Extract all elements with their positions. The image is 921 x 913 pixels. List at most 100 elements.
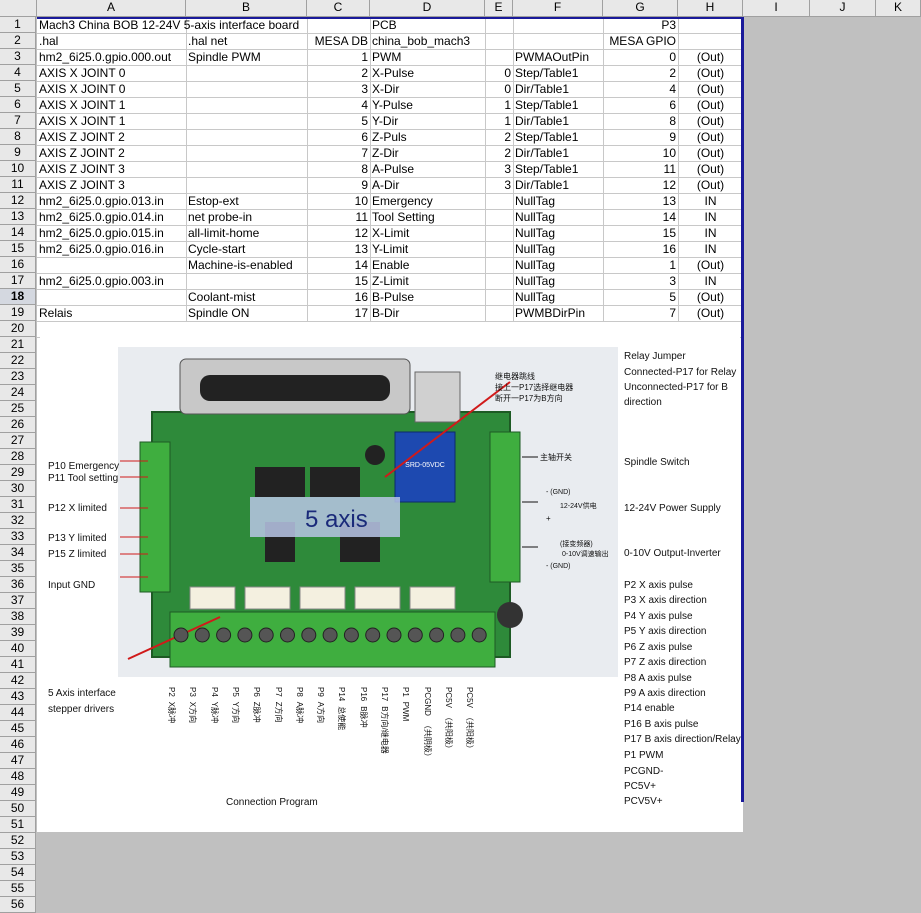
row-header-5[interactable]: 5 (0, 81, 36, 97)
cell-d2[interactable]: china_bob_mach3 (372, 34, 471, 48)
cell-b17[interactable] (186, 274, 307, 289)
row-header-29[interactable]: 29 (0, 465, 36, 481)
cell-f19[interactable]: PWMBDirPin (515, 306, 586, 320)
cell-b4[interactable] (186, 66, 307, 81)
cell-g3[interactable]: 0 (669, 50, 676, 64)
cell-g5[interactable]: 4 (669, 82, 676, 96)
row-header-16[interactable]: 16 (0, 257, 36, 273)
cell-a8[interactable]: AXIS Z JOINT 2 (39, 130, 125, 144)
cell-h1[interactable] (678, 18, 743, 33)
row-header-26[interactable]: 26 (0, 417, 36, 433)
cell-h4[interactable]: (Out) (696, 66, 725, 80)
cell-b2[interactable]: .hal net (188, 34, 228, 48)
row-header-12[interactable]: 12 (0, 193, 36, 209)
cell-a5[interactable]: AXIS X JOINT 0 (39, 82, 126, 96)
row-header-37[interactable]: 37 (0, 593, 36, 609)
row-header-46[interactable]: 46 (0, 737, 36, 753)
cell-g17[interactable]: 3 (669, 274, 676, 288)
column-header-e[interactable]: E (485, 0, 513, 17)
cell-c4[interactable]: 2 (361, 66, 368, 80)
cell-g18[interactable]: 5 (669, 290, 676, 304)
row-header-4[interactable]: 4 (0, 65, 36, 81)
cell-c10[interactable]: 8 (361, 162, 368, 176)
cell-e11[interactable]: 3 (504, 178, 511, 192)
column-header-b[interactable]: B (186, 0, 307, 17)
cell-h19[interactable]: (Out) (696, 306, 725, 320)
column-header-j[interactable]: J (810, 0, 876, 17)
row-header-53[interactable]: 53 (0, 849, 36, 865)
cell-e19[interactable] (485, 306, 513, 321)
cell-e8[interactable]: 2 (504, 130, 511, 144)
cell-a17[interactable]: hm2_6i25.0.gpio.003.in (39, 274, 164, 288)
row-header-9[interactable]: 9 (0, 145, 36, 161)
cell-c17[interactable]: 15 (354, 274, 368, 288)
cell-a18[interactable] (37, 290, 186, 305)
cell-a4[interactable]: AXIS X JOINT 0 (39, 66, 126, 80)
cell-d13[interactable]: Tool Setting (372, 210, 435, 224)
cell-a11[interactable]: AXIS Z JOINT 3 (39, 178, 125, 192)
cell-a19[interactable]: Relais (39, 306, 73, 320)
row-header-15[interactable]: 15 (0, 241, 36, 257)
cell-b5[interactable] (186, 82, 307, 97)
cell-e9[interactable]: 2 (504, 146, 511, 160)
cell-f7[interactable]: Dir/Table1 (515, 114, 570, 128)
cell-d19[interactable]: B-Dir (372, 306, 400, 320)
cell-d12[interactable]: Emergency (372, 194, 433, 208)
cell-e10[interactable]: 3 (504, 162, 511, 176)
cell-g8[interactable]: 9 (669, 130, 676, 144)
cell-f5[interactable]: Dir/Table1 (515, 82, 570, 96)
select-all-corner[interactable] (0, 0, 37, 17)
row-header-38[interactable]: 38 (0, 609, 36, 625)
row-header-44[interactable]: 44 (0, 705, 36, 721)
cell-d8[interactable]: Z-Puls (372, 130, 407, 144)
cell-a15[interactable]: hm2_6i25.0.gpio.016.in (39, 242, 164, 256)
cell-e12[interactable] (485, 194, 513, 209)
cell-f6[interactable]: Step/Table1 (515, 98, 579, 112)
cell-g13[interactable]: 14 (662, 210, 676, 224)
row-header-28[interactable]: 28 (0, 449, 36, 465)
cell-b3[interactable]: Spindle PWM (188, 50, 261, 64)
column-header-i[interactable]: I (743, 0, 810, 17)
row-header-47[interactable]: 47 (0, 753, 36, 769)
row-header-13[interactable]: 13 (0, 209, 36, 225)
cell-c9[interactable]: 7 (361, 146, 368, 160)
cell-h3[interactable]: (Out) (696, 50, 725, 64)
row-header-41[interactable]: 41 (0, 657, 36, 673)
cell-g4[interactable]: 2 (669, 66, 676, 80)
row-header-27[interactable]: 27 (0, 433, 36, 449)
row-header-33[interactable]: 33 (0, 529, 36, 545)
cell-h2[interactable] (678, 34, 743, 49)
row-header-10[interactable]: 10 (0, 161, 36, 177)
cell-h17[interactable]: IN (704, 274, 717, 288)
cell-e7[interactable]: 1 (504, 114, 511, 128)
cell-f2[interactable] (513, 34, 603, 49)
cell-f12[interactable]: NullTag (515, 194, 556, 208)
cell-a6[interactable]: AXIS X JOINT 1 (39, 98, 126, 112)
cell-e3[interactable] (485, 50, 513, 65)
cell-h8[interactable]: (Out) (696, 130, 725, 144)
cell-g16[interactable]: 1 (669, 258, 676, 272)
row-header-34[interactable]: 34 (0, 545, 36, 561)
cell-b14[interactable]: all-limit-home (188, 226, 260, 240)
cell-b13[interactable]: net probe-in (188, 210, 253, 224)
cell-c2[interactable]: MESA DB (314, 34, 368, 48)
cell-b18[interactable]: Coolant-mist (188, 290, 256, 304)
cell-h6[interactable]: (Out) (696, 98, 725, 112)
row-header-2[interactable]: 2 (0, 33, 36, 49)
row-header-1[interactable]: 1 (0, 17, 36, 33)
cell-h14[interactable]: IN (704, 226, 717, 240)
cell-a1[interactable]: Mach3 China BOB 12-24V 5-axis interface … (39, 18, 300, 32)
row-header-45[interactable]: 45 (0, 721, 36, 737)
cell-g14[interactable]: 15 (662, 226, 676, 240)
cell-f1[interactable] (513, 18, 603, 33)
cell-c18[interactable]: 16 (354, 290, 368, 304)
cell-f3[interactable]: PWMAOutPin (515, 50, 590, 64)
cell-h5[interactable]: (Out) (696, 82, 725, 96)
cell-d11[interactable]: A-Dir (372, 178, 400, 192)
cell-f15[interactable]: NullTag (515, 242, 556, 256)
cell-b8[interactable] (186, 130, 307, 145)
cell-f4[interactable]: Step/Table1 (515, 66, 579, 80)
cell-d14[interactable]: X-Limit (372, 226, 410, 240)
cell-h15[interactable]: IN (704, 242, 717, 256)
row-header-11[interactable]: 11 (0, 177, 36, 193)
